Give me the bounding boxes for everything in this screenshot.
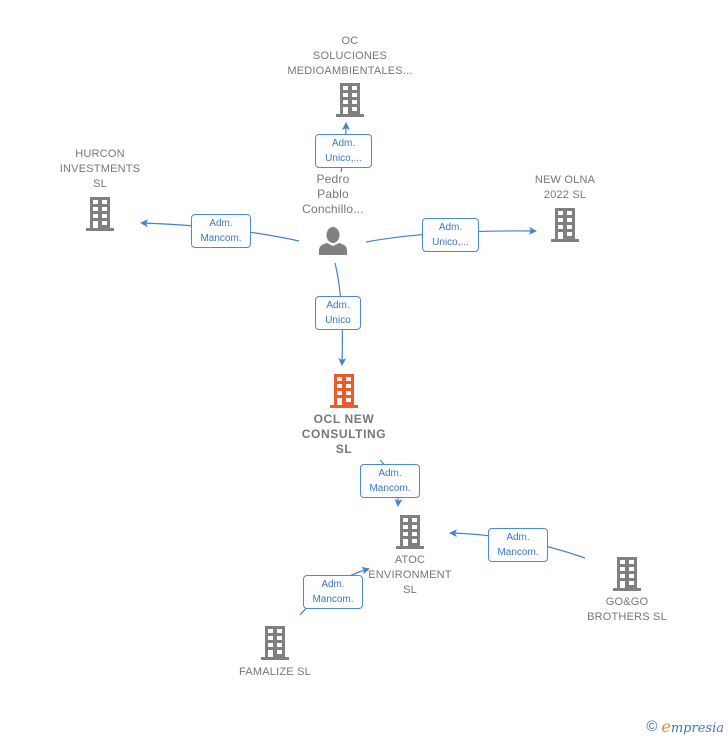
edge-label-person-hurcon[interactable]: Adm. Mancom. <box>191 214 251 248</box>
node-label: Pedro Pablo Conchillo... <box>302 172 364 216</box>
building-icon <box>259 626 291 660</box>
building-icon <box>328 374 360 408</box>
node-oc-soluciones[interactable]: OC SOLUCIONES MEDIOAMBIENTALES... <box>270 34 430 117</box>
node-hurcon[interactable]: HURCON INVESTMENTS SL <box>50 147 150 231</box>
node-label: OC SOLUCIONES MEDIOAMBIENTALES... <box>287 35 413 77</box>
node-label: GO&GO BROTHERS SL <box>587 596 667 623</box>
brand-initial: e <box>661 717 671 736</box>
copyright-icon: © <box>646 718 658 735</box>
node-label: NEW OLNA 2022 SL <box>534 174 596 201</box>
footer-branding: © empresia <box>646 717 724 736</box>
node-atoc[interactable]: ATOC ENVIRONMENT SL <box>355 515 465 598</box>
node-person[interactable]: Pedro Pablo Conchillo... <box>285 172 381 255</box>
person-icon <box>318 227 348 255</box>
node-gogo-brothers[interactable]: GO&GO BROTHERS SL <box>572 557 682 625</box>
building-icon <box>84 197 116 231</box>
node-label: HURCON INVESTMENTS SL <box>59 148 141 190</box>
building-icon <box>394 515 426 549</box>
edge-label-gogo-atoc[interactable]: Adm. Mancom. <box>488 528 548 562</box>
node-label: ATOC ENVIRONMENT SL <box>368 554 452 596</box>
edge-label-person-oc-soluciones[interactable]: Adm. Unico,... <box>315 134 372 168</box>
node-famalize[interactable]: FAMALIZE SL <box>220 626 330 680</box>
node-new-olna[interactable]: NEW OLNA 2022 SL <box>515 173 615 242</box>
edge-label-famalize-atoc[interactable]: Adm. Mancom. <box>303 575 363 609</box>
edge-label-person-new-olna[interactable]: Adm. Unico,... <box>422 218 479 252</box>
node-label: OCL NEW CONSULTING SL <box>301 412 387 456</box>
edge-label-person-ocl-new[interactable]: Adm. Unico <box>315 296 361 330</box>
node-ocl-new-consulting[interactable]: OCL NEW CONSULTING SL <box>284 374 404 457</box>
building-icon <box>611 557 643 591</box>
brand-name: mpresia <box>670 721 724 736</box>
building-icon <box>334 83 366 117</box>
building-icon <box>549 208 581 242</box>
edge-label-ocl-new-atoc[interactable]: Adm. Mancom. <box>360 464 420 498</box>
node-label: FAMALIZE SL <box>239 666 311 678</box>
brand-logo[interactable]: empresia <box>661 717 724 736</box>
